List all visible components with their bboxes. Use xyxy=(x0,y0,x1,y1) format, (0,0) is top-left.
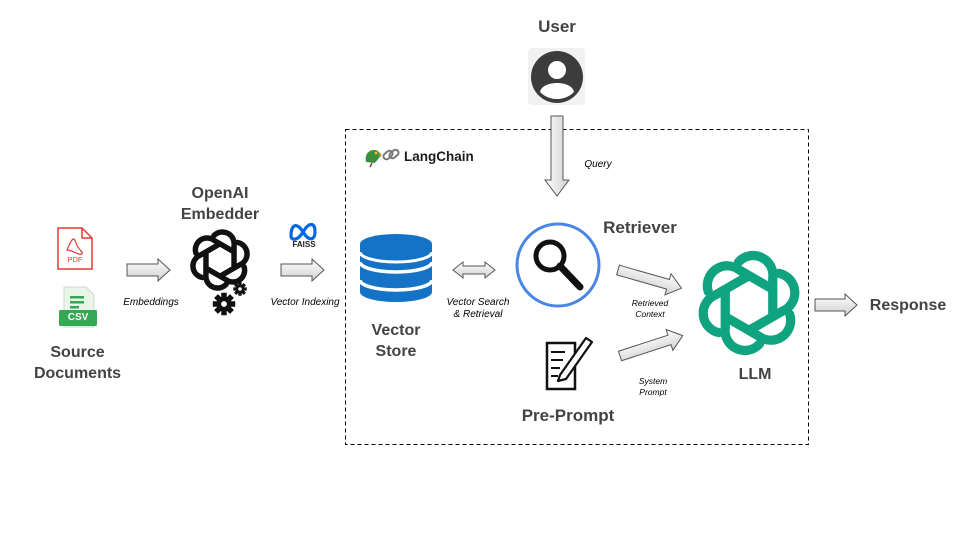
vector-store-label-line2: Store xyxy=(375,343,417,360)
magnifier-icon xyxy=(515,222,601,308)
vector-store-label-line1: Vector xyxy=(371,322,421,339)
pdf-file-icon xyxy=(57,227,93,270)
arrow-user-to-retriever xyxy=(544,115,570,197)
edge-label-retrieved-context-line2: Context xyxy=(635,309,665,319)
arrow-retriever-to-llm xyxy=(616,264,683,296)
edge-label-system-prompt: System Prompt xyxy=(625,376,681,398)
edge-label-system-prompt-line1: System xyxy=(638,376,668,386)
link-icon xyxy=(382,148,400,161)
arrow-embedder-to-vectorstore xyxy=(280,257,325,283)
embedder-label-line1: OpenAI xyxy=(191,185,249,202)
langchain-container xyxy=(345,129,809,445)
edge-label-system-prompt-line2: Prompt xyxy=(639,387,667,397)
llm-openai-logo-icon xyxy=(696,256,802,351)
edit-document-icon xyxy=(545,336,594,391)
user-icon xyxy=(528,48,585,105)
faiss-wordmark: FAISS xyxy=(292,240,316,249)
embedder-label: OpenAI Embedder xyxy=(165,183,275,225)
edge-label-vector-search: Vector Search & Retrieval xyxy=(434,297,522,321)
edge-label-embeddings: Embeddings xyxy=(123,297,179,308)
arrow-documents-to-embedder xyxy=(126,257,171,283)
csv-badge-text: CSV xyxy=(67,312,89,323)
csv-file-icon xyxy=(59,286,97,328)
openai-logo-icon xyxy=(189,232,252,288)
edge-label-vector-search-line2: & Retrieval xyxy=(453,309,503,320)
pdf-badge-text: PDF xyxy=(67,255,83,264)
response-label: Response xyxy=(869,297,947,314)
source-documents-label-line2: Documents xyxy=(33,365,122,382)
arrow-preprompt-to-llm xyxy=(617,328,684,362)
edge-label-retrieved-context-line1: Retrieved xyxy=(631,298,669,308)
parrot-icon xyxy=(365,150,382,168)
user-label: User xyxy=(538,17,576,36)
vector-store-label: Vector Store xyxy=(350,320,442,362)
database-icon xyxy=(358,234,434,302)
retriever-label: Retriever xyxy=(603,218,677,237)
langchain-wordmark: LangChain xyxy=(404,149,474,164)
edge-label-vector-indexing: Vector Indexing xyxy=(270,297,340,308)
edge-label-vector-search-line1: Vector Search xyxy=(446,297,510,308)
embedder-label-line2: Embedder xyxy=(180,206,260,223)
edge-label-query: Query xyxy=(584,159,612,170)
arrow-vectorstore-retriever xyxy=(452,260,496,280)
meta-logo-icon xyxy=(289,222,317,241)
pre-prompt-label: Pre-Prompt xyxy=(521,406,615,425)
arrow-llm-to-response xyxy=(814,292,858,318)
source-documents-label-line1: Source xyxy=(50,344,105,361)
edge-label-retrieved-context: Retrieved Context xyxy=(620,298,680,320)
source-documents-label: Source Documents xyxy=(20,342,135,384)
llm-label: LLM xyxy=(738,366,772,383)
